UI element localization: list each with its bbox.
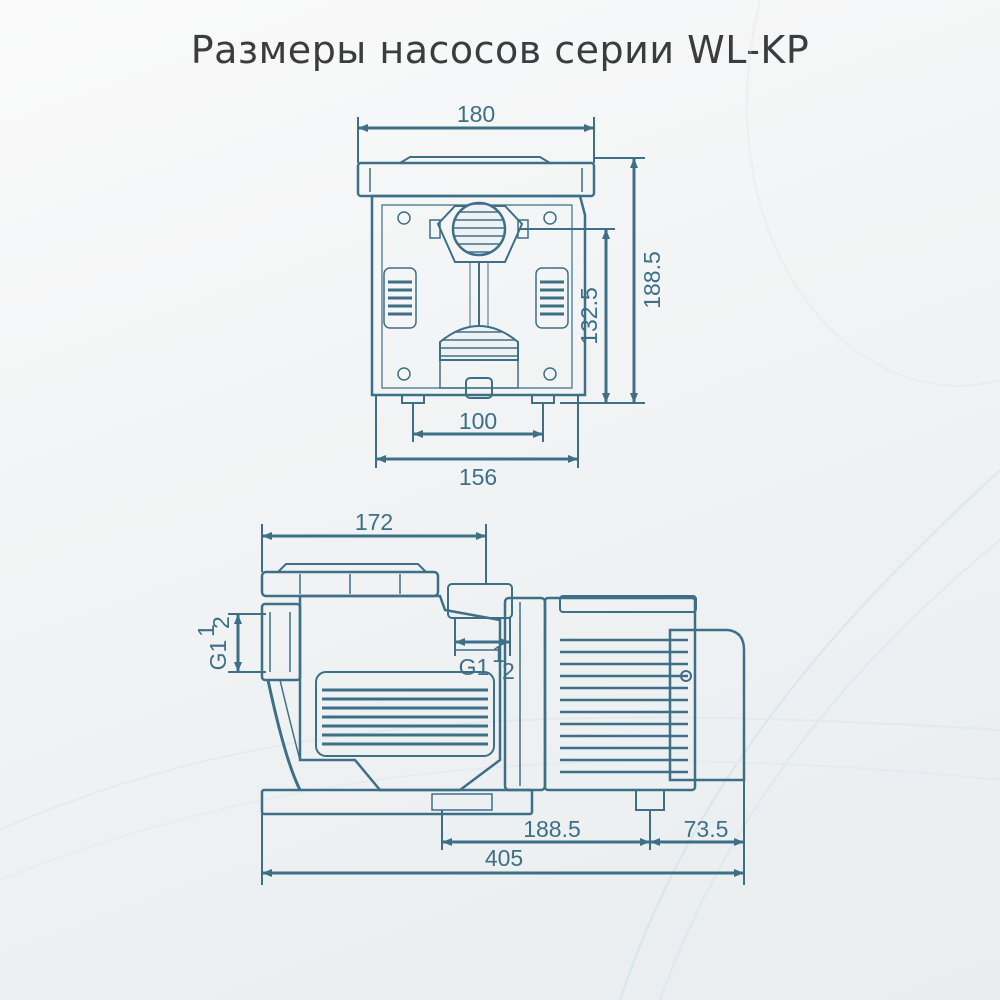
dim-base-inner: 100	[459, 408, 497, 434]
dim-height-total: 188.5	[639, 251, 665, 309]
dim-total-length: 405	[485, 845, 523, 871]
front-view-pump	[356, 156, 596, 404]
dim-height-axis: 132.5	[576, 287, 602, 345]
inlet-thread-num: 1	[193, 624, 219, 637]
inlet-thread-main: G1	[205, 640, 231, 671]
dim-width-top: 180	[457, 101, 495, 127]
front-view-dimensions: 180 188.5 132.5 100 156	[357, 101, 665, 490]
outlet-thread-den: 2	[502, 658, 515, 684]
outlet-thread-main: G1	[459, 654, 490, 680]
dim-base-outer: 156	[459, 464, 497, 490]
dim-rear-overhang: 73.5	[684, 816, 729, 842]
dim-inlet-thread: G1 1 2	[193, 616, 234, 670]
side-view-dimensions: 172 G1 1 2 G1 1 2 188.5 73.5 405	[193, 509, 745, 885]
dim-inlet-offset: 172	[355, 509, 393, 535]
dim-foot-spacing: 188.5	[523, 816, 581, 842]
inlet-thread-den: 2	[208, 616, 234, 629]
side-view-pump	[260, 563, 746, 816]
outlet-thread-num: 1	[492, 641, 505, 667]
diagram-title: Размеры насосов серии WL-KP	[190, 28, 810, 72]
